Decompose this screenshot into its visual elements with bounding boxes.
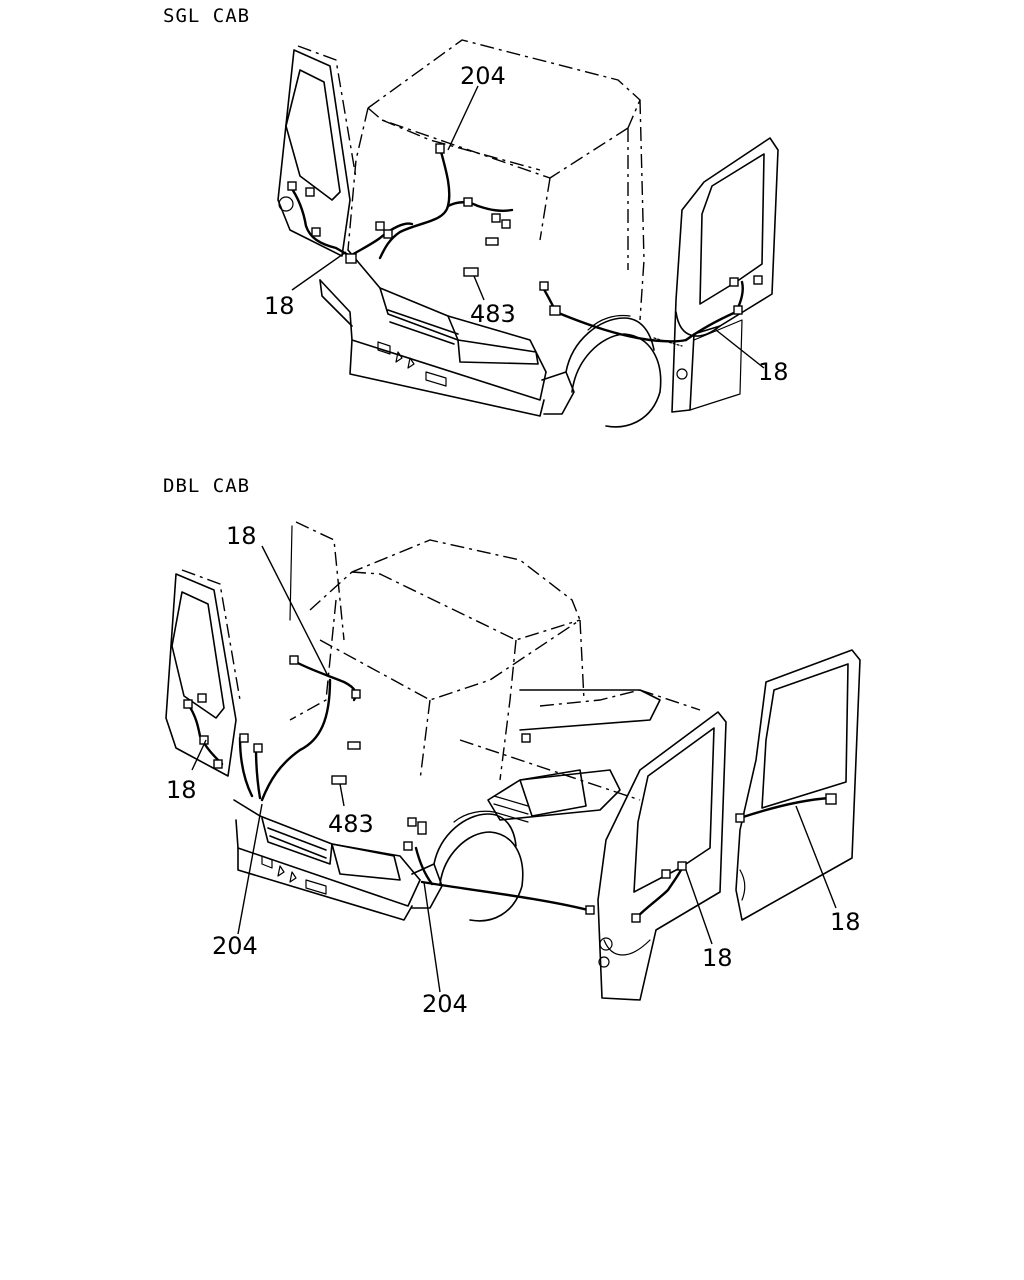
single-cab-leaders xyxy=(291,85,765,369)
single-cab-section: SGL CAB xyxy=(163,5,789,428)
callout-dbl-483: 483 xyxy=(328,810,374,838)
callout-dbl-18-top: 18 xyxy=(226,522,257,550)
callout-sgl-18-right: 18 xyxy=(758,358,789,386)
double-cab-body xyxy=(233,539,701,922)
double-cab-front-left-door xyxy=(165,569,241,777)
single-cab-left-door xyxy=(277,45,357,257)
single-cab-title: SGL CAB xyxy=(163,5,250,27)
callout-sgl-18-left: 18 xyxy=(264,292,295,320)
double-cab-wiring xyxy=(183,655,837,923)
callout-sgl-483: 483 xyxy=(470,300,516,328)
double-cab-section: DBL CAB xyxy=(163,475,861,1018)
callout-dbl-18-rear-door: 18 xyxy=(830,908,861,936)
callout-dbl-18-front-door: 18 xyxy=(702,944,733,972)
callout-dbl-18-left: 18 xyxy=(166,776,197,804)
double-cab-title: DBL CAB xyxy=(163,475,250,497)
single-cab-body xyxy=(319,39,662,428)
double-cab-rear-right-door xyxy=(735,649,861,921)
double-cab-rear-left-door xyxy=(289,521,345,641)
callout-sgl-204: 204 xyxy=(460,62,506,90)
double-cab-leaders xyxy=(191,545,837,993)
single-cab-wiring xyxy=(287,143,763,347)
callout-dbl-204-center: 204 xyxy=(422,990,468,1018)
callout-dbl-204-left: 204 xyxy=(212,932,258,960)
